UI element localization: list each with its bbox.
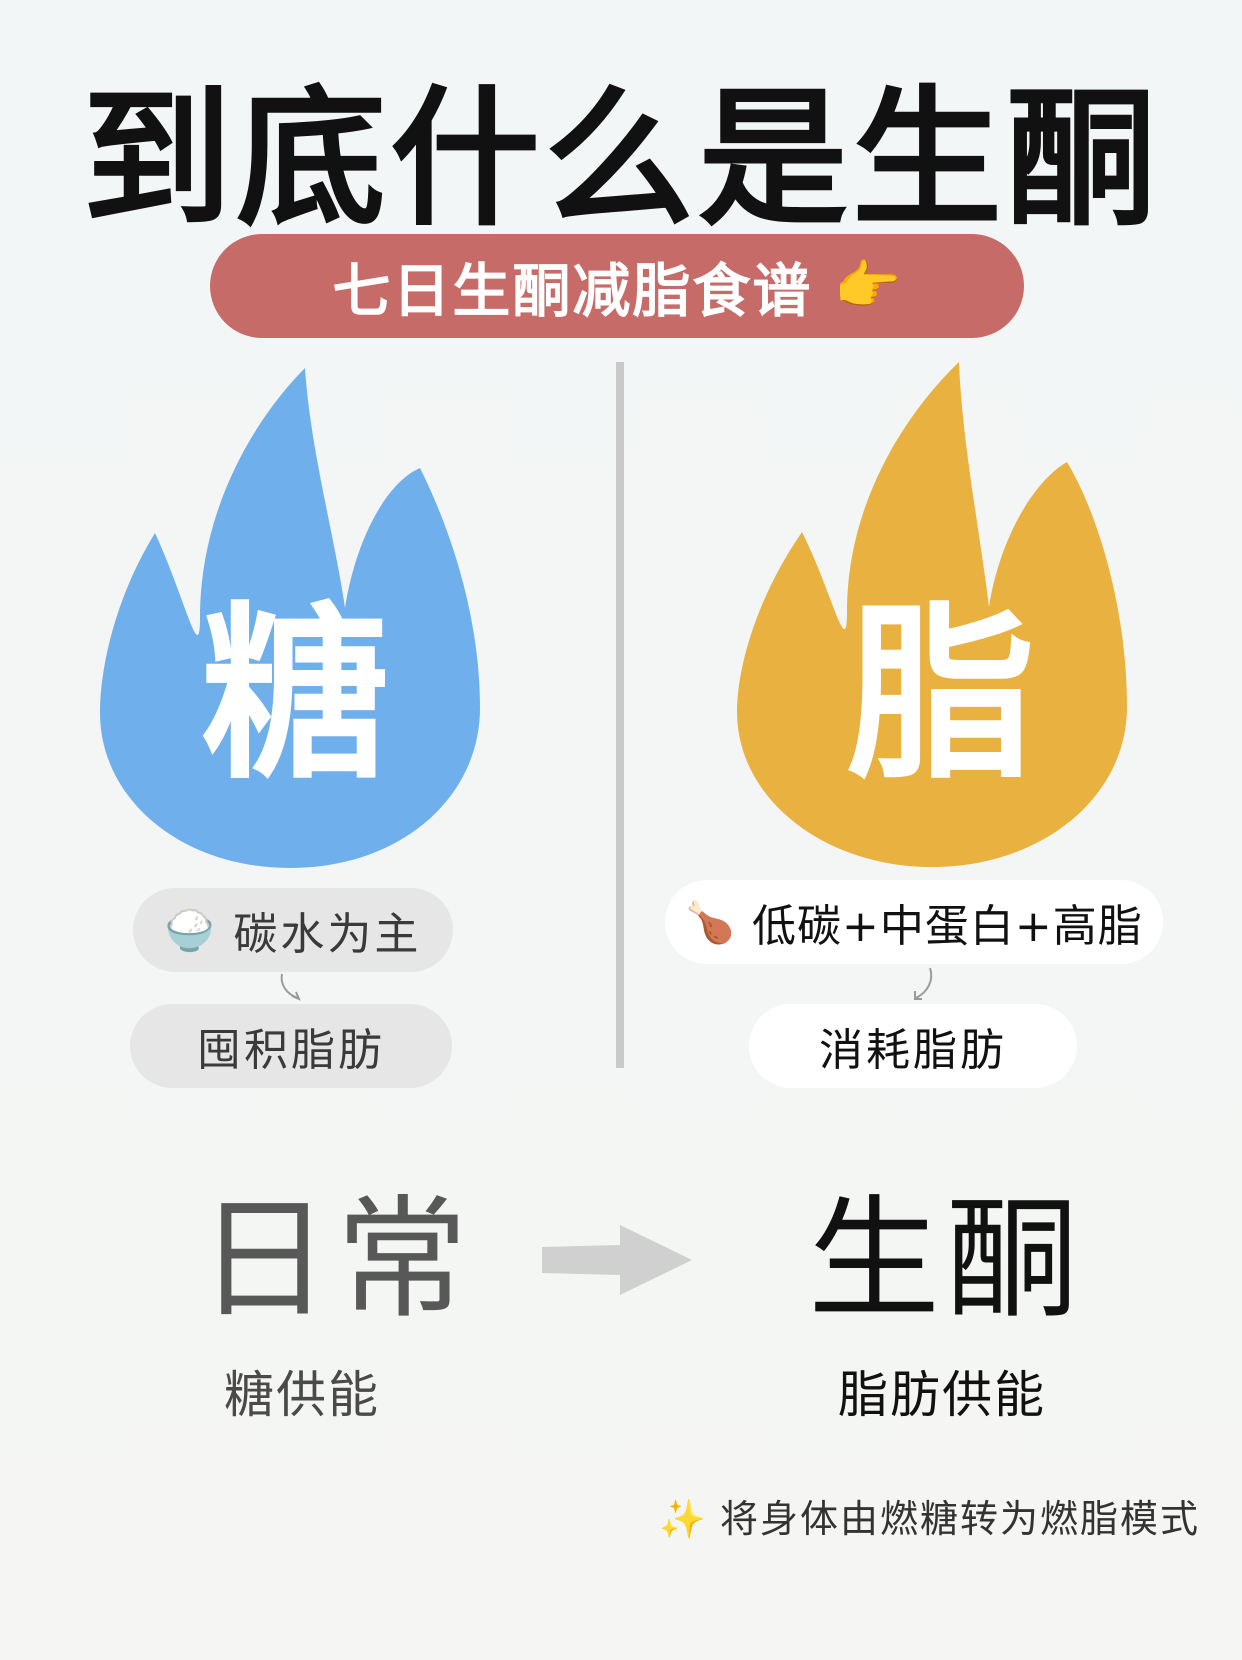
sparkles-icon: ✨ xyxy=(658,1497,708,1541)
curved-arrow-icon xyxy=(280,973,301,1001)
keto-label: 生酮 xyxy=(808,1183,1084,1337)
blue-flame-icon xyxy=(100,368,480,868)
keto-ratio-pill: 🍗 低碳+中蛋白+高脂 xyxy=(665,880,1163,964)
sugar-character: 糖 xyxy=(201,586,389,805)
fat-energy-label: 脂肪供能 xyxy=(838,1366,1046,1424)
right-arrow-icon xyxy=(542,1225,692,1295)
footer-note: ✨将身体由燃糖转为燃脂模式 xyxy=(659,1488,1200,1543)
store-fat-pill: 囤积脂肪 xyxy=(130,1004,452,1088)
burn-fat-pill: 消耗脂肪 xyxy=(749,1004,1077,1088)
carb-dominant-pill: 🍚 碳水为主 xyxy=(133,888,453,972)
fat-character: 脂 xyxy=(847,586,1035,805)
chicken-leg-icon: 🍗 xyxy=(685,899,737,946)
footer-text: 将身体由燃糖转为燃脂模式 xyxy=(719,1497,1200,1541)
orange-flame-icon xyxy=(737,362,1127,867)
rice-bowl-icon: 🍚 xyxy=(164,907,218,954)
keto-ratio-label: 低碳+中蛋白+高脂 xyxy=(752,901,1143,952)
burn-fat-label: 消耗脂肪 xyxy=(819,1025,1007,1076)
daily-label: 日常 xyxy=(198,1183,474,1337)
sugar-energy-label: 糖供能 xyxy=(224,1366,380,1424)
store-fat-label: 囤积脂肪 xyxy=(197,1025,385,1076)
column-divider xyxy=(616,362,624,1068)
carb-dominant-label: 碳水为主 xyxy=(233,909,422,960)
pointing-hand-icon: 👉 xyxy=(834,254,902,317)
page-title: 到底什么是生酮 xyxy=(81,73,1160,247)
subtitle-text: 七日生酮减脂食谱 xyxy=(332,257,813,325)
curved-arrow-icon xyxy=(914,967,933,1000)
subtitle-banner: 七日生酮减脂食谱 👉 xyxy=(210,234,1024,338)
